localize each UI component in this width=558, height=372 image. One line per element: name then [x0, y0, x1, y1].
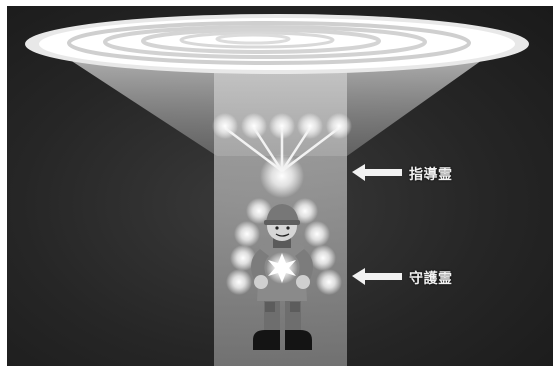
halo-disc: [25, 14, 529, 74]
spirit-diagram: [7, 6, 553, 366]
guiding-spirit-orb: [260, 154, 304, 198]
guardian-spirit-arrow: [352, 268, 402, 285]
guiding-spirit-arrow: [352, 164, 402, 181]
upper-spirit-orbs: [212, 113, 352, 139]
chest-starburst: [266, 252, 298, 284]
guiding-spirit-label: 指導霊: [409, 164, 453, 184]
diagram-frame: 指導霊 守護霊: [7, 6, 553, 366]
guardian-spirit-label: 守護霊: [409, 268, 453, 288]
